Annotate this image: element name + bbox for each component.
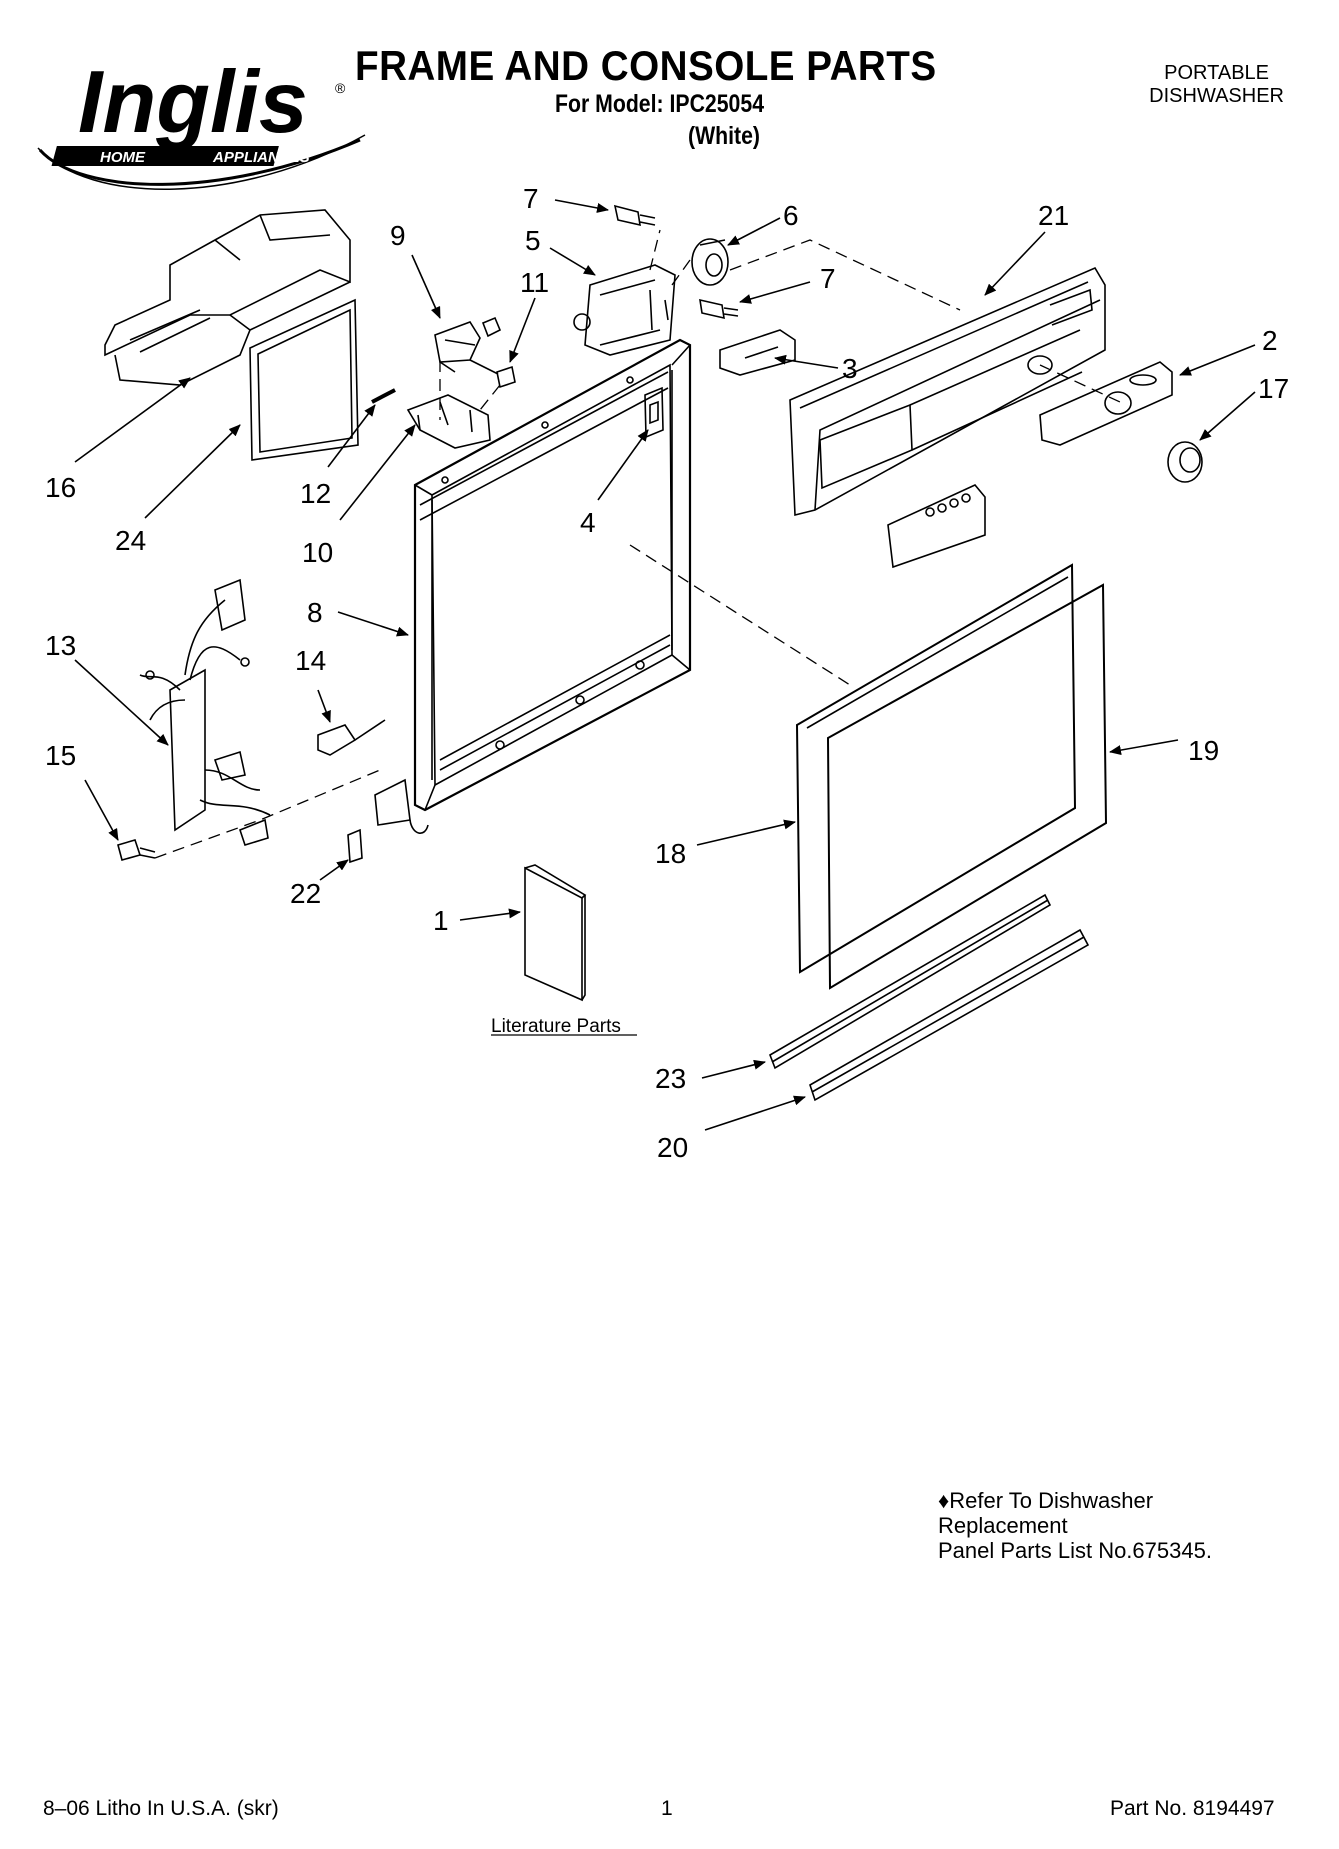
callout-7-mid: 7 xyxy=(820,263,836,294)
callout-3: 3 xyxy=(842,353,858,384)
part-7-screw-top xyxy=(613,204,656,227)
inglis-logo: Inglis ® HOME APPLIANCES xyxy=(37,52,366,190)
color-line: (White) xyxy=(688,122,760,150)
note-line-3: Panel Parts List No.675345. xyxy=(938,1538,1212,1563)
product-line-2: DISHWASHER xyxy=(1149,85,1284,107)
callout-9: 9 xyxy=(390,220,406,251)
part-16-vent-housing xyxy=(104,209,351,386)
part-15-screw xyxy=(117,839,156,861)
literature-parts-label: Literature Parts xyxy=(491,1016,621,1037)
registered-mark: ® xyxy=(335,80,346,96)
replacement-note: ♦Refer To Dishwasher Replacement Panel P… xyxy=(938,1488,1212,1563)
brand-tag-home: HOME xyxy=(100,149,146,166)
callout-16: 16 xyxy=(45,472,76,503)
brand-wordmark: Inglis xyxy=(78,52,308,151)
note-line-2: Replacement xyxy=(938,1513,1068,1538)
part-11-switch xyxy=(469,359,516,389)
assembly-lines xyxy=(154,229,1121,859)
callout-24: 24 xyxy=(115,525,146,556)
part-5-control-module xyxy=(573,264,676,356)
callout-2: 2 xyxy=(1262,325,1278,356)
part-20-trim xyxy=(809,928,1090,1102)
model-line: For Model: IPC25054 xyxy=(555,90,765,118)
brand-tag-appliances: APPLIANCES xyxy=(212,149,310,166)
callout-23: 23 xyxy=(655,1063,686,1094)
part-1-literature xyxy=(524,864,587,1002)
callout-7-top: 7 xyxy=(523,183,539,214)
part-17-knob xyxy=(1167,441,1203,483)
callout-15: 15 xyxy=(45,740,76,771)
footer-litho: 8–06 Litho In U.S.A. (skr) xyxy=(43,1797,279,1820)
brand-tag-bar xyxy=(51,146,279,166)
callout-5: 5 xyxy=(525,225,541,256)
callout-19: 19 xyxy=(1188,735,1219,766)
callout-21: 21 xyxy=(1038,200,1069,231)
part-8-frame xyxy=(374,338,692,834)
part-2-overlay xyxy=(1039,361,1173,446)
product-type: PORTABLE DISHWASHER xyxy=(1149,62,1284,108)
part-12-pin xyxy=(371,388,396,404)
callout-1: 1 xyxy=(433,905,449,936)
footer-part-number: Part No. 8194497 xyxy=(1110,1797,1275,1820)
part-9-switch xyxy=(434,316,502,373)
callout-17: 17 xyxy=(1258,373,1289,404)
product-line-1: PORTABLE xyxy=(1164,62,1270,84)
callout-4: 4 xyxy=(580,507,596,538)
part-6-dial xyxy=(691,238,729,286)
callout-13: 13 xyxy=(45,630,76,661)
part-10-holder xyxy=(406,394,491,449)
callout-12: 12 xyxy=(300,478,331,509)
part-4-strike xyxy=(644,386,664,439)
callout-leaders xyxy=(74,199,1256,1131)
part-14-connector xyxy=(317,719,386,756)
button-strip xyxy=(887,484,986,569)
part-7-screw-mid xyxy=(699,298,739,320)
note-line-1: ♦Refer To Dishwasher xyxy=(938,1488,1154,1513)
part-3-latch xyxy=(719,329,796,376)
footer-page-number: 1 xyxy=(661,1797,673,1820)
callout-8: 8 xyxy=(307,597,323,628)
part-24-gasket-panel xyxy=(249,298,359,461)
callout-22: 22 xyxy=(290,878,321,909)
callout-14: 14 xyxy=(295,645,326,676)
part-18-door-panel xyxy=(795,563,1077,974)
callout-11: 11 xyxy=(520,267,549,298)
part-19-door-panel xyxy=(826,583,1108,990)
callout-10: 10 xyxy=(302,537,333,568)
callout-18: 18 xyxy=(655,838,686,869)
part-22-clip xyxy=(347,828,363,864)
part-13-wiring-harness xyxy=(139,578,271,846)
callout-6: 6 xyxy=(783,200,799,231)
callout-numbers: 7 6 21 9 5 11 7 2 17 3 16 12 24 10 4 8 1… xyxy=(45,183,1289,1163)
part-21-console xyxy=(789,266,1106,517)
callout-20: 20 xyxy=(657,1132,688,1163)
page-title: FRAME AND CONSOLE PARTS xyxy=(355,42,937,89)
part-23-trim xyxy=(769,893,1052,1070)
